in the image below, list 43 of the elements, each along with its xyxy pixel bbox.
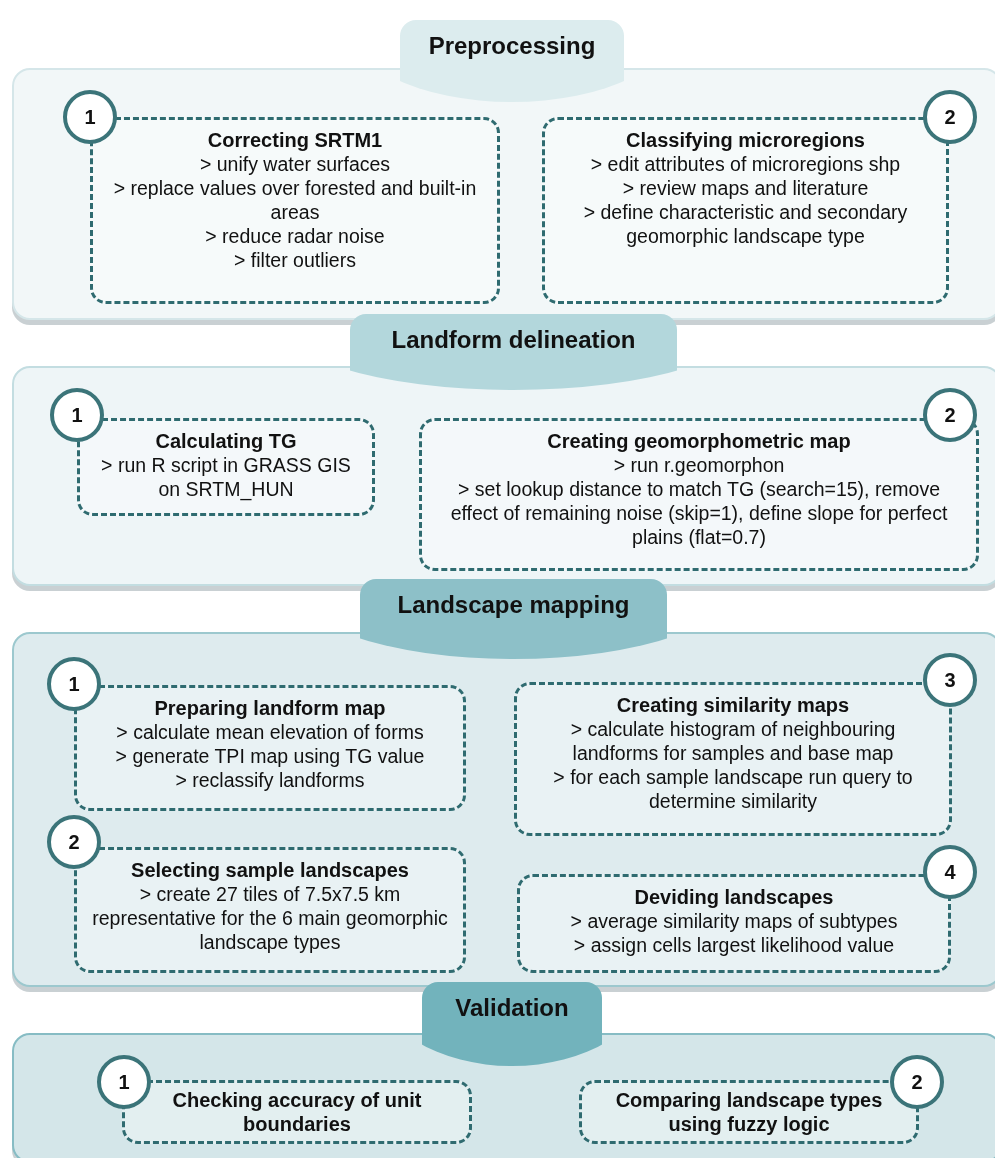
step-title: Creating geomorphometric map xyxy=(547,429,851,453)
step-item: > edit attributes of microregions shp xyxy=(590,152,901,176)
section-heading: Landscape mapping xyxy=(397,591,630,620)
step-title: Preparing landform map xyxy=(154,696,386,720)
step-number: 2 xyxy=(47,815,101,869)
step-item: > reduce radar noise xyxy=(205,224,385,248)
step-title: Deviding landscapes xyxy=(634,885,834,909)
step-title: Checking accuracy of unit boundaries xyxy=(171,1088,423,1136)
step-title: Calculating TG xyxy=(155,429,297,453)
step-number: 1 xyxy=(63,90,117,144)
step-item: > replace values over forested and built-in areas xyxy=(112,176,478,224)
step-title: Creating similarity maps xyxy=(616,693,850,717)
step-item: > calculate histogram of neighbouring landforms for samples and base map xyxy=(569,717,897,765)
step-number: 2 xyxy=(923,90,977,144)
section-heading: Landform delineation xyxy=(391,326,636,355)
step-number: 3 xyxy=(923,653,977,707)
step-number: 1 xyxy=(47,657,101,711)
step-item: > reclassify landforms xyxy=(175,768,365,792)
step-number: 1 xyxy=(50,388,104,442)
step-item: > generate TPI map using TG value xyxy=(115,744,425,768)
step-item: > run R script in GRASS GIS on SRTM_HUN xyxy=(100,453,352,501)
step-title: Correcting SRTM1 xyxy=(207,128,383,152)
step-item: > run r.geomorphon xyxy=(613,453,785,477)
step-item: > assign cells largest likelihood value xyxy=(573,933,895,957)
section-heading: Validation xyxy=(455,994,569,1023)
step-item: > set lookup distance to match TG (search=15), remove effect of remaining noise (skip=1), define slope for perfect plains (flat=0.7) xyxy=(449,477,949,549)
step-item: > filter outliers xyxy=(234,248,356,272)
step-number: 4 xyxy=(923,845,977,899)
step-item: > create 27 tiles of 7.5x7.5 km representative for the 6 main geomorphic landscape types xyxy=(91,882,449,954)
step-title: Selecting sample landscapes xyxy=(131,858,409,882)
section-heading: Preprocessing xyxy=(428,32,596,61)
step-item: > for each sample landscape run query to determine similarity xyxy=(552,765,914,813)
step-title: Comparing landscape types using fuzzy logic xyxy=(614,1088,884,1136)
step-item: > average similarity maps of subtypes xyxy=(570,909,898,933)
step-title: Classifying microregions xyxy=(626,128,865,152)
step-number: 1 xyxy=(97,1055,151,1109)
step-item: > review maps and literature xyxy=(622,176,869,200)
step-item: > calculate mean elevation of forms xyxy=(116,720,424,744)
step-number: 2 xyxy=(923,388,977,442)
step-item: > define characteristic and secondary geomorphic landscape type xyxy=(582,200,909,248)
step-number: 2 xyxy=(890,1055,944,1109)
step-item: > unify water surfaces xyxy=(199,152,391,176)
step-box xyxy=(74,847,466,973)
